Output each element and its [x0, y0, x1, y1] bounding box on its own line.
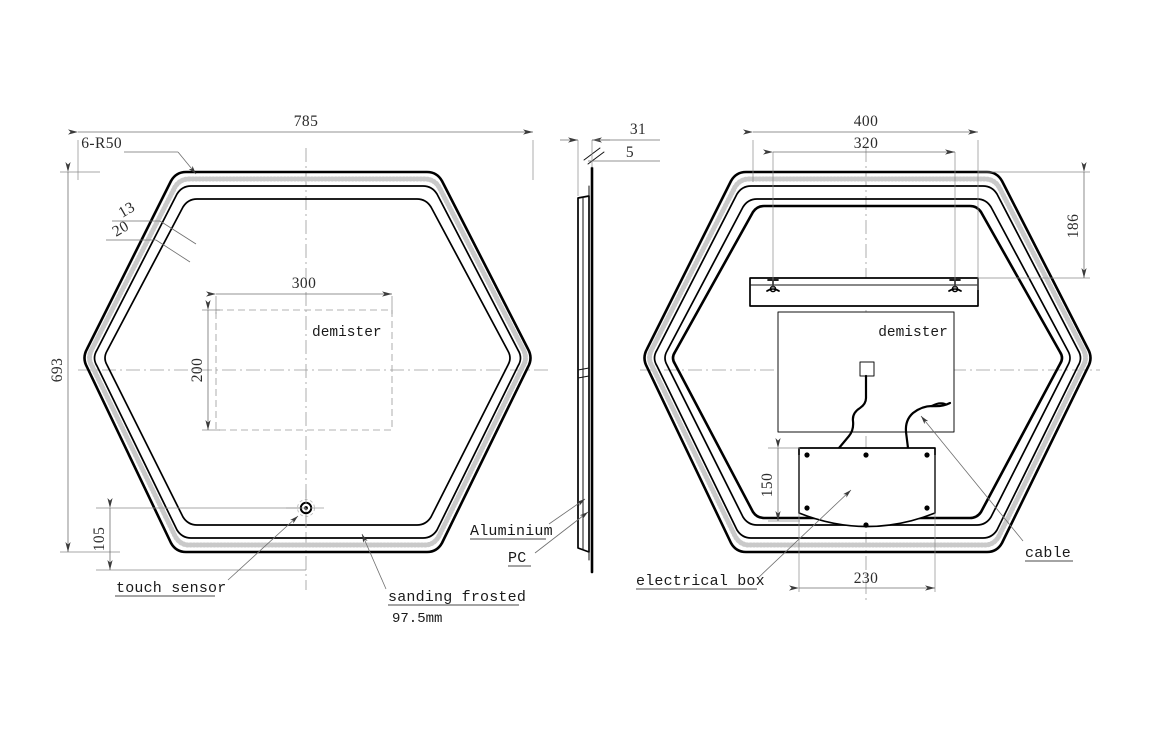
label-electrical-box: electrical box [636, 489, 852, 590]
dim-300-text: 300 [292, 275, 316, 292]
front-frosted-band [87, 176, 528, 548]
mounting-bracket [749, 277, 979, 307]
dim-785: 785 [68, 113, 534, 180]
rear-frosted-band [647, 176, 1088, 548]
label-pc: PC [508, 511, 589, 567]
dim-785-text: 785 [294, 113, 318, 130]
dim-150: 150 [759, 438, 800, 522]
dim-186: 186 [978, 162, 1090, 279]
dim-31-text: 31 [630, 121, 646, 138]
rear-frame-middle [653, 185, 1082, 539]
rear-back-panel [671, 204, 1064, 520]
callout-20-text: 20 [110, 218, 133, 241]
front-view: demister 785 6-R50 13 [49, 113, 548, 627]
box-screw-br [924, 505, 930, 511]
dim-400-text: 400 [854, 113, 878, 130]
dim-200: 200 [189, 300, 220, 431]
touch-sensor-text: touch sensor [116, 580, 226, 597]
label-aluminium: Aluminium [470, 498, 586, 540]
power-cable-tail [930, 402, 947, 408]
demister-cable [837, 374, 868, 450]
dim-105-text: 105 [91, 527, 108, 551]
front-frame-outer [83, 170, 532, 554]
box-screw-bl [804, 505, 810, 511]
dim-5-text: 5 [626, 144, 634, 161]
dim-320-text: 320 [854, 135, 878, 152]
electrical-box-body [798, 447, 936, 528]
dim-400: 400 [743, 113, 979, 290]
box-screw-tr [924, 452, 930, 458]
dim-186-text: 186 [1065, 214, 1082, 238]
power-cable [904, 401, 952, 450]
dim-300: 300 [206, 275, 393, 314]
aluminium-text: Aluminium [470, 523, 553, 540]
side-break-upper [577, 367, 590, 371]
sanding-frosted-size-text: 97.5mm [392, 611, 442, 627]
dim-105: 105 [91, 498, 306, 571]
side-break-lower [577, 375, 590, 379]
side-section-tick [583, 147, 605, 165]
dim-320: 320 [763, 135, 956, 290]
front-demister-label: demister [312, 325, 382, 341]
box-screw-tc [863, 452, 869, 458]
dim-200-text: 200 [189, 358, 206, 382]
cable-text: cable [1025, 545, 1071, 562]
callout-6-R50: 6-R50 [81, 135, 197, 175]
callout-frame-20: 20 [106, 218, 191, 263]
rear-frame-outer [643, 170, 1092, 554]
dim-693: 693 [49, 162, 120, 553]
rear-view: demister 400 320 [636, 113, 1100, 600]
rear-demister-pad: demister [777, 311, 955, 433]
dim-150-text: 150 [759, 473, 776, 497]
front-frame-middle [93, 185, 522, 539]
front-demister-outline [215, 309, 393, 431]
box-screw-tl [804, 452, 810, 458]
box-screw-bc [863, 522, 869, 528]
demister-connector [859, 361, 875, 377]
callout-frame-13: 13 [112, 199, 197, 245]
dim-230: 230 [789, 455, 936, 592]
pc-text: PC [508, 550, 526, 567]
sanding-frosted-text: sanding frosted [388, 589, 526, 606]
electrical-box-text: electrical box [636, 573, 765, 590]
dim-31: 31 [560, 121, 660, 196]
side-view: 31 5 Aluminium PC [470, 121, 660, 574]
label-cable: cable [920, 415, 1073, 562]
touch-sensor-symbol [286, 490, 326, 528]
rear-demister-label: demister [878, 325, 948, 341]
callout-6-R50-text: 6-R50 [81, 135, 122, 152]
label-sanding-frosted: sanding frosted 97.5mm [361, 533, 526, 627]
front-mirror-edge [104, 198, 511, 526]
label-touch-sensor: touch sensor [115, 515, 299, 597]
dim-230-text: 230 [854, 570, 878, 587]
dim-693-text: 693 [49, 358, 66, 382]
electrical-box [798, 447, 936, 528]
callout-13-text: 13 [116, 199, 139, 222]
dim-5: 5 [588, 144, 660, 162]
rear-frame-third [664, 198, 1071, 526]
